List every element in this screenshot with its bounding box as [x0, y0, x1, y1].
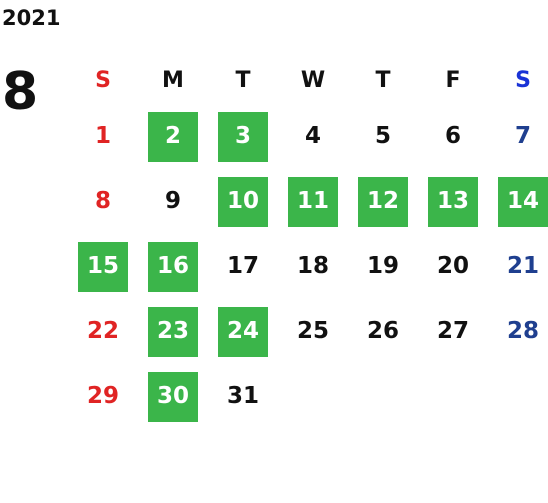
- calendar-day-highlight: 16: [148, 241, 198, 292]
- calendar-day-number: 17: [226, 253, 259, 279]
- calendar-day[interactable]: 26: [348, 299, 418, 364]
- calendar-day-number: 28: [506, 318, 539, 344]
- calendar-day-number: 26: [366, 318, 399, 344]
- calendar-day-highlight: 3: [218, 111, 268, 162]
- calendar-day[interactable]: 8: [68, 169, 138, 234]
- calendar-day[interactable]: 31: [208, 364, 278, 429]
- weekday-header-sunday: S: [95, 68, 111, 93]
- calendar-day-number: 1: [94, 123, 111, 149]
- calendar-day-number: 20: [436, 253, 469, 279]
- calendar-day-highlight: 10: [218, 176, 268, 227]
- calendar-day-number: 19: [366, 253, 399, 279]
- calendar-day[interactable]: 20: [418, 234, 488, 299]
- calendar-day[interactable]: 24: [208, 299, 278, 364]
- weekday-header-wednesday: W: [300, 68, 326, 93]
- calendar-day[interactable]: 15: [68, 234, 138, 299]
- calendar-day[interactable]: 14: [488, 169, 548, 234]
- calendar-day-number: 9: [164, 188, 181, 214]
- calendar-day-number: 8: [94, 188, 111, 214]
- calendar-day[interactable]: 23: [138, 299, 208, 364]
- calendar-day[interactable]: 3: [208, 104, 278, 169]
- calendar-day[interactable]: 1: [68, 104, 138, 169]
- calendar-day[interactable]: 27: [418, 299, 488, 364]
- calendar-day-number: 22: [86, 318, 119, 344]
- calendar-year: 2021: [2, 6, 61, 30]
- calendar-day[interactable]: 18: [278, 234, 348, 299]
- calendar-day[interactable]: 5: [348, 104, 418, 169]
- calendar-day[interactable]: 30: [138, 364, 208, 429]
- calendar-day-highlight: 24: [218, 306, 268, 357]
- calendar-day[interactable]: 28: [488, 299, 548, 364]
- calendar-day[interactable]: 9: [138, 169, 208, 234]
- calendar-day[interactable]: 17: [208, 234, 278, 299]
- calendar-day-highlight: 23: [148, 306, 198, 357]
- calendar-day[interactable]: 22: [68, 299, 138, 364]
- calendar-day-number: 31: [226, 383, 259, 409]
- calendar-day-number: 7: [514, 123, 531, 149]
- calendar-day[interactable]: 2: [138, 104, 208, 169]
- calendar-day-highlight: 13: [428, 176, 478, 227]
- calendar-day-number: 21: [506, 253, 539, 279]
- calendar-day[interactable]: 29: [68, 364, 138, 429]
- weekday-header-friday: F: [445, 68, 461, 93]
- calendar-day-highlight: 2: [148, 111, 198, 162]
- calendar-day[interactable]: 21: [488, 234, 548, 299]
- calendar-day-number: 5: [374, 123, 391, 149]
- calendar-day-number: 29: [86, 383, 119, 409]
- calendar-day-highlight: 11: [288, 176, 338, 227]
- calendar-day-number: 4: [304, 123, 321, 149]
- weekday-header-monday: M: [162, 68, 184, 93]
- weekday-header-thursday: T: [375, 68, 391, 93]
- calendar-day[interactable]: 25: [278, 299, 348, 364]
- calendar-day-number: 18: [296, 253, 329, 279]
- calendar-day-highlight: 12: [358, 176, 408, 227]
- weekday-header-saturday: S: [515, 68, 531, 93]
- calendar-month: 8: [2, 62, 39, 122]
- calendar-day-highlight: 30: [148, 371, 198, 422]
- calendar-day-number: 6: [444, 123, 461, 149]
- calendar-day-highlight: 14: [498, 176, 548, 227]
- calendar-day[interactable]: 4: [278, 104, 348, 169]
- calendar-day[interactable]: 11: [278, 169, 348, 234]
- calendar-day[interactable]: 7: [488, 104, 548, 169]
- calendar-day[interactable]: 16: [138, 234, 208, 299]
- calendar-day-highlight: 15: [78, 241, 128, 292]
- calendar-day-number: 25: [296, 318, 329, 344]
- calendar-day[interactable]: 10: [208, 169, 278, 234]
- weekday-header-tuesday: T: [235, 68, 251, 93]
- calendar-day-number: 27: [436, 318, 469, 344]
- calendar-day[interactable]: 6: [418, 104, 488, 169]
- calendar-day[interactable]: 19: [348, 234, 418, 299]
- calendar-day[interactable]: 13: [418, 169, 488, 234]
- calendar-day[interactable]: 12: [348, 169, 418, 234]
